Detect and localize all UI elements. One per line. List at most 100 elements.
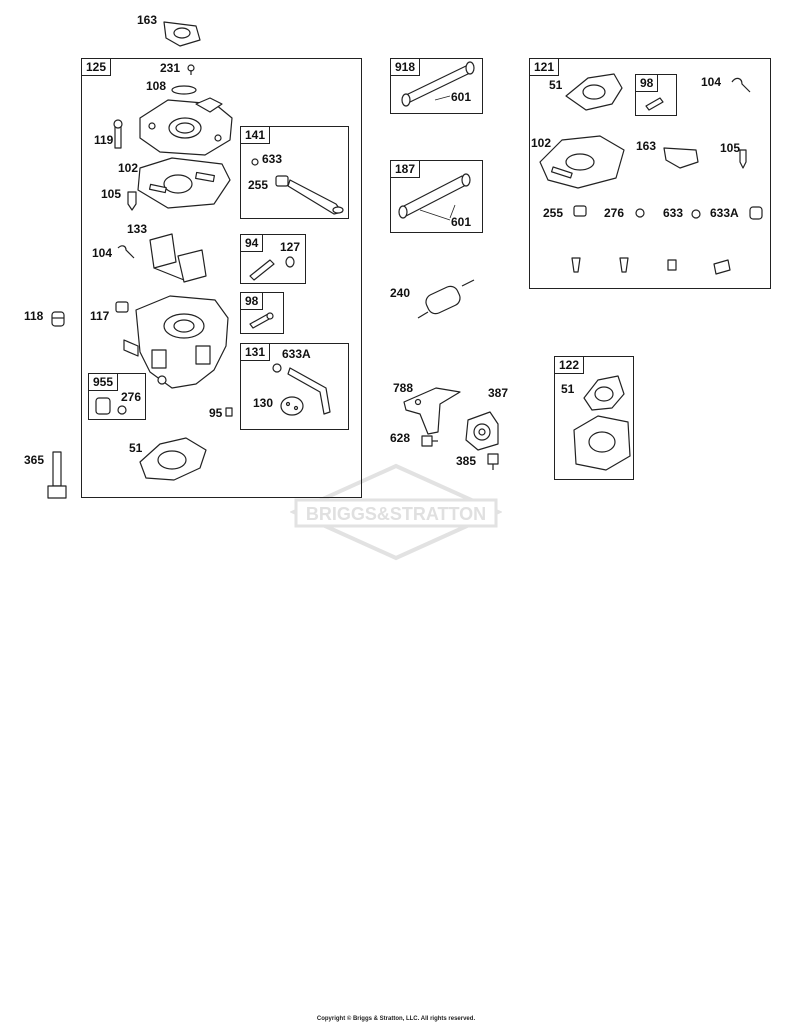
shaft-141-part — [287, 179, 344, 215]
kit-label: 187 — [390, 160, 421, 178]
kit-box-125: 125 — [81, 58, 362, 498]
fitting-118-part — [51, 311, 65, 327]
bolt-365-part — [47, 451, 67, 499]
screw-119-part — [113, 119, 123, 149]
washer-276-121-part — [635, 208, 645, 218]
fuel-hose-187-part — [398, 173, 471, 219]
kit-label: 98 — [635, 74, 659, 92]
kit-box-98-inner: 98 — [635, 74, 677, 116]
jet-955-part — [95, 397, 111, 415]
callout-51-122: 51 — [561, 382, 575, 396]
callout-601-187: 601 — [451, 215, 472, 229]
gasket-51-121-part — [565, 73, 623, 111]
callout-108: 108 — [146, 79, 167, 93]
callout-633-121: 633 — [663, 206, 684, 220]
screw-98-part — [249, 312, 274, 329]
callout-51-121: 51 — [549, 78, 563, 92]
callout-788: 788 — [393, 381, 414, 395]
screw-95-part — [225, 407, 233, 417]
callout-387: 387 — [488, 386, 509, 400]
kit-box-122: 122 — [554, 356, 634, 480]
callout-255: 255 — [248, 178, 269, 192]
kit-label: 125 — [81, 58, 112, 76]
seal-633A-131-part — [272, 363, 282, 373]
callout-628: 628 — [390, 431, 411, 445]
callout-104-121: 104 — [701, 75, 722, 89]
fuel-pump-387-part — [465, 411, 499, 451]
callout-117: 117 — [90, 309, 110, 323]
bushing-255-part — [275, 175, 289, 187]
callout-240: 240 — [390, 286, 411, 300]
gasket-163-part — [163, 21, 201, 47]
needle-94-part — [249, 259, 275, 281]
kit-box-131: 131 — [240, 343, 349, 430]
washer-276-part — [117, 405, 127, 415]
seal-633A-121-part — [749, 206, 763, 220]
kit-label: 918 — [390, 58, 421, 76]
screw-98-121-part — [645, 97, 664, 111]
gasket-102-121-part — [539, 135, 625, 189]
callout-231: 231 — [160, 61, 181, 75]
oring-127-part — [285, 256, 295, 268]
callout-130: 130 — [253, 396, 274, 410]
fuel-hose-918-part — [401, 61, 475, 107]
callout-104: 104 — [92, 246, 113, 260]
callout-133: 133 — [127, 222, 148, 236]
needle-105-121-part — [739, 149, 747, 169]
callout-95: 95 — [209, 406, 223, 420]
gasket-102-part — [137, 157, 231, 209]
kit-label: 141 — [240, 126, 271, 144]
kit-box-98: 98 — [240, 292, 284, 334]
gasket-51-part — [139, 437, 207, 481]
screw-628-part — [421, 435, 438, 447]
gasket-108-part — [171, 85, 197, 95]
carburetor-cover-part — [139, 97, 233, 156]
callout-118: 118 — [24, 309, 44, 323]
callout-385: 385 — [456, 454, 477, 468]
callout-633: 633 — [262, 152, 283, 166]
kit-label: 94 — [240, 234, 264, 252]
screw-231-part — [187, 64, 195, 75]
callout-365: 365 — [24, 453, 45, 467]
kit-box-94: 94 — [240, 234, 306, 284]
fuel-filter-240-part — [417, 279, 475, 319]
callout-163-121: 163 — [636, 139, 657, 153]
kit-label: 955 — [88, 373, 119, 391]
kit-box-141: 141 — [240, 126, 349, 219]
float-133-part — [149, 233, 207, 283]
callout-276-121: 276 — [604, 206, 625, 220]
callout-633A: 633A — [282, 347, 311, 361]
screw-385-part — [487, 453, 499, 470]
bushing-255-121-part — [573, 205, 587, 217]
kit-box-918: 918 — [390, 58, 483, 114]
callout-105-121: 105 — [720, 141, 741, 155]
kit-box-955: 955 — [88, 373, 146, 420]
callout-255-121: 255 — [543, 206, 564, 220]
callout-601-918: 601 — [451, 90, 472, 104]
callout-163: 163 — [137, 13, 158, 27]
callout-51: 51 — [129, 441, 143, 455]
callout-276: 276 — [121, 390, 142, 404]
callout-127: 127 — [280, 240, 301, 254]
gasket-51-122-part — [583, 375, 625, 411]
carburetor-body-part — [123, 295, 229, 389]
needle-105-part — [127, 191, 137, 211]
kit-label: 98 — [240, 292, 264, 310]
pin-104-part — [117, 245, 135, 259]
kit-box-121: 121 — [529, 58, 771, 289]
gasket-163-121-part — [663, 147, 699, 169]
watermark-text: BRIGGS&STRATTON — [306, 504, 486, 524]
kit-label: 131 — [240, 343, 271, 361]
small-parts-121-part — [571, 257, 731, 275]
kit-box-187: 187 — [390, 160, 483, 233]
copyright-text: Copyright © Briggs & Stratton, LLC. All … — [316, 1016, 476, 1022]
bracket-788-part — [403, 387, 461, 435]
callout-105: 105 — [101, 187, 122, 201]
callout-102: 102 — [118, 161, 139, 175]
seal-633-121-part — [691, 209, 701, 219]
callout-102-121: 102 — [531, 136, 552, 150]
pin-104-121-part — [731, 77, 751, 93]
callout-633A-121: 633A — [710, 206, 739, 220]
briggs-stratton-watermark-logo: BRIGGS&STRATTON — [290, 463, 502, 561]
